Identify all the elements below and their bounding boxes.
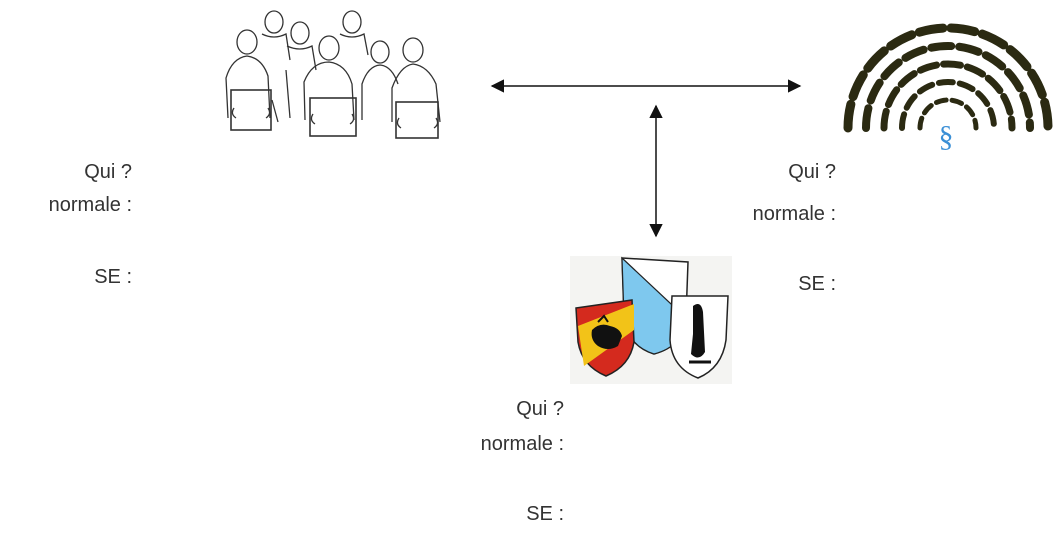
people-qui-label: Qui ? <box>84 161 132 183</box>
svg-text:§: § <box>939 120 954 153</box>
parliament-se-label: SE : <box>798 273 836 295</box>
cantons-normale-label: normale : <box>480 433 564 455</box>
people-se-label: SE : <box>94 266 132 288</box>
parliament-hemicycle-icon: § <box>843 23 1053 153</box>
cantons-se-label: SE : <box>526 503 564 525</box>
canton-coats-of-arms-icon <box>570 256 732 384</box>
parliament-normale-label: normale : <box>752 203 836 225</box>
parliament-qui-label: Qui ? <box>788 161 836 183</box>
people-group-icon <box>225 10 441 139</box>
cantons-qui-label: Qui ? <box>516 398 564 420</box>
people-normale-label: normale : <box>48 194 132 216</box>
